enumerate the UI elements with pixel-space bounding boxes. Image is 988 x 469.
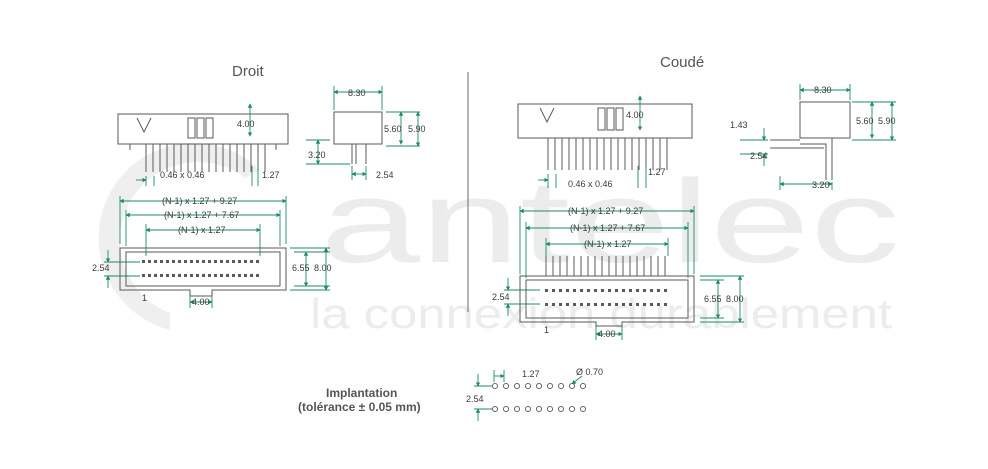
droit-outer-height: 8.00 — [314, 263, 332, 273]
coude-dim-c: (N-1) x 1.27 — [584, 239, 632, 249]
droit-key-width: 4.00 — [192, 297, 210, 307]
droit-dim-a: (N-1) x 1.27 + 9.27 — [162, 196, 237, 206]
watermark: antelec la connexion durablement — [98, 142, 900, 337]
coude-pitch: 1.27 — [648, 167, 666, 177]
coude-section: Coudé 4.00 — [492, 54, 896, 340]
coude-row-gap: 2.54 — [492, 292, 510, 302]
coude-dim-a: (N-1) x 1.27 + 9.27 — [568, 206, 643, 216]
implantation-row-gap: 2.54 — [466, 394, 484, 404]
implantation-holes — [491, 382, 587, 413]
coude-pitch-pair: 0.46 x 0.46 — [568, 179, 613, 189]
droit-pin1-label: 1 — [142, 293, 147, 303]
implantation-pitch: 1.27 — [522, 369, 540, 379]
coude-end-mid: 2.54 — [750, 151, 768, 161]
coude-pin-grid — [545, 289, 667, 306]
implantation-title: Implantation — [326, 386, 397, 400]
implantation-tolerance: (tolérance ± 0.05 mm) — [298, 400, 421, 414]
coude-end-height-outer: 5.90 — [878, 116, 896, 126]
droit-end-view — [333, 111, 383, 164]
coude-end-height-inner: 5.60 — [856, 116, 874, 126]
coude-side-height: 4.00 — [626, 110, 644, 120]
coude-outer-height: 8.00 — [726, 294, 744, 304]
droit-top-view — [119, 247, 287, 297]
coude-top-view — [519, 275, 695, 327]
coude-key-width: 4.00 — [598, 329, 616, 339]
coude-side-view — [517, 103, 693, 170]
droit-inner-height: 6.55 — [292, 263, 310, 273]
coude-pin1-label: 1 — [544, 325, 549, 335]
droit-end-width: 8.30 — [348, 88, 366, 98]
coude-end-top: 1.43 — [730, 120, 748, 130]
watermark-word: antelec — [320, 156, 900, 288]
coude-end-length: 3.20 — [812, 180, 830, 190]
droit-row-gap: 2.54 — [92, 263, 110, 273]
watermark-tagline: la connexion durablement — [310, 290, 892, 337]
droit-end-height-inner: 5.60 — [384, 124, 402, 134]
coude-title: Coudé — [660, 54, 704, 71]
coude-pins — [547, 138, 668, 170]
droit-title: Droit — [232, 63, 265, 80]
coude-tail-pins — [545, 256, 666, 276]
droit-pitch-pair: 0.46 x 0.46 — [160, 170, 205, 180]
coude-inner-height: 6.55 — [704, 294, 722, 304]
droit-dim-b: (N-1) x 1.27 + 7.67 — [164, 210, 239, 220]
droit-section: Droit — [92, 63, 426, 308]
droit-end-height-outer: 5.90 — [408, 124, 426, 134]
droit-end-foot: 2.54 — [376, 170, 394, 180]
implantation-section: Implantation (tolérance ± 0.05 mm) 1.27 … — [298, 367, 603, 421]
droit-pin-grid — [142, 260, 259, 277]
droit-end-pin-length: 3.20 — [308, 150, 326, 160]
coude-end-width: 8.30 — [814, 85, 832, 95]
coude-end-view — [770, 101, 851, 180]
coude-dim-b: (N-1) x 1.27 + 7.67 — [570, 223, 645, 233]
droit-pins — [145, 144, 266, 172]
droit-side-height: 4.00 — [237, 119, 255, 129]
implantation-hole: Ø 0.70 — [576, 367, 603, 377]
droit-pitch: 1.27 — [262, 170, 280, 180]
droit-dim-c: (N-1) x 1.27 — [178, 225, 226, 235]
droit-side-view — [117, 113, 289, 172]
